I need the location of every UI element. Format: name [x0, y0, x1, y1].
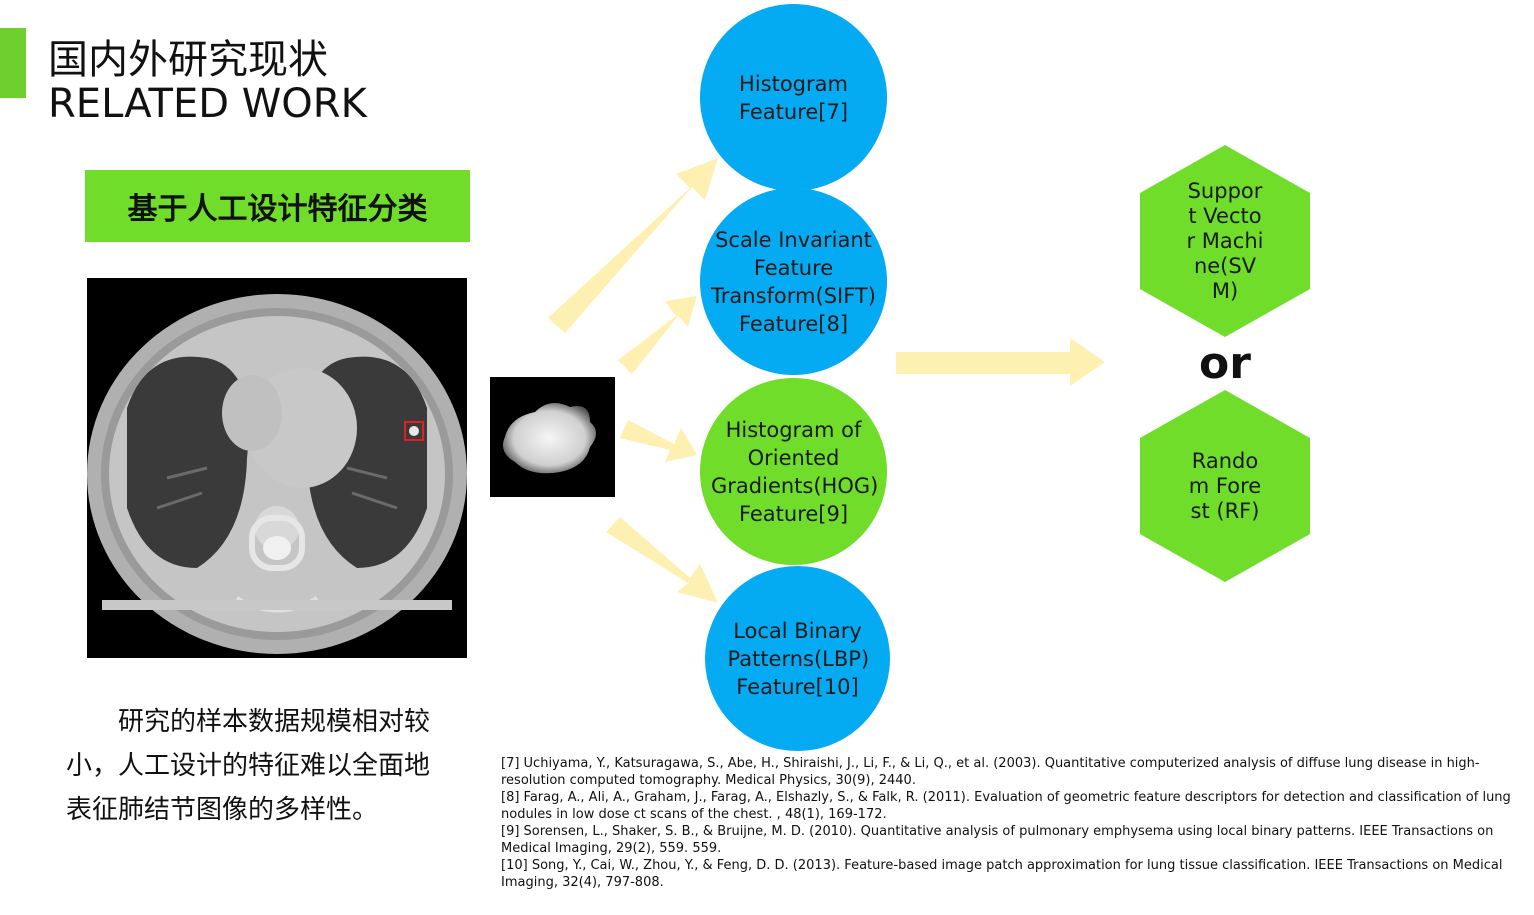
section-label: 基于人工设计特征分类	[85, 170, 470, 242]
feature-sift-label: Scale Invariant Feature Transform(SIFT) …	[711, 227, 876, 336]
description-line: 小，人工设计的特征难以全面地	[66, 751, 431, 781]
arrow-to-lbp	[606, 517, 718, 603]
references: [7] Uchiyama, Y., Katsuragawa, S., Abe, …	[501, 755, 1521, 891]
reference-item: [7] Uchiyama, Y., Katsuragawa, S., Abe, …	[501, 756, 1480, 788]
arrow-to-sift	[618, 296, 697, 374]
classifier-svm: Support Vector Machine(SVM)	[1140, 145, 1310, 337]
ct-scan-image	[87, 278, 467, 658]
description-line: 表征肺结节图像的多样性。	[66, 795, 379, 825]
arrow-to-histogram	[548, 158, 718, 333]
page-title-en: RELATED WORK	[48, 81, 367, 127]
feature-hog: Histogram of Oriented Gradients(HOG) Fea…	[700, 378, 887, 565]
classifier-rf: Random Forest (RF)	[1140, 390, 1310, 582]
reference-item: [9] Sorensen, L., Shaker, S. B., & Bruij…	[501, 824, 1494, 856]
description-line: 研究的样本数据规模相对较	[118, 707, 431, 737]
feature-lbp-label: Local Binary Patterns(LBP) Feature[10]	[727, 618, 870, 699]
feature-hog-label: Histogram of Oriented Gradients(HOG) Fea…	[711, 417, 879, 526]
classifier-rf-label: Random Forest (RF)	[1188, 448, 1262, 523]
feature-histogram-label: Histogram Feature[7]	[738, 71, 849, 124]
arrow-to-hog	[620, 420, 697, 462]
page-title-cn: 国内外研究现状	[48, 37, 328, 83]
reference-item: [8] Farag, A., Ali, A., Graham, J., Fara…	[501, 790, 1511, 822]
classifier-svm-label: Support Vector Machine(SVM)	[1186, 178, 1264, 303]
or-label: or	[1199, 338, 1251, 389]
reference-item: [10] Song, Y., Cai, W., Zhou, Y., & Feng…	[501, 858, 1503, 890]
feature-histogram: Histogram Feature[7]	[700, 4, 887, 191]
nodule-patch-image	[490, 377, 615, 497]
feature-lbp: Local Binary Patterns(LBP) Feature[10]	[705, 566, 890, 751]
feature-sift: Scale Invariant Feature Transform(SIFT) …	[700, 188, 887, 375]
arrow-to-classifiers	[896, 338, 1105, 386]
title-accent-bar	[0, 28, 26, 98]
description: 研究的样本数据规模相对较 小，人工设计的特征难以全面地 表征肺结节图像的多样性。	[66, 700, 476, 832]
